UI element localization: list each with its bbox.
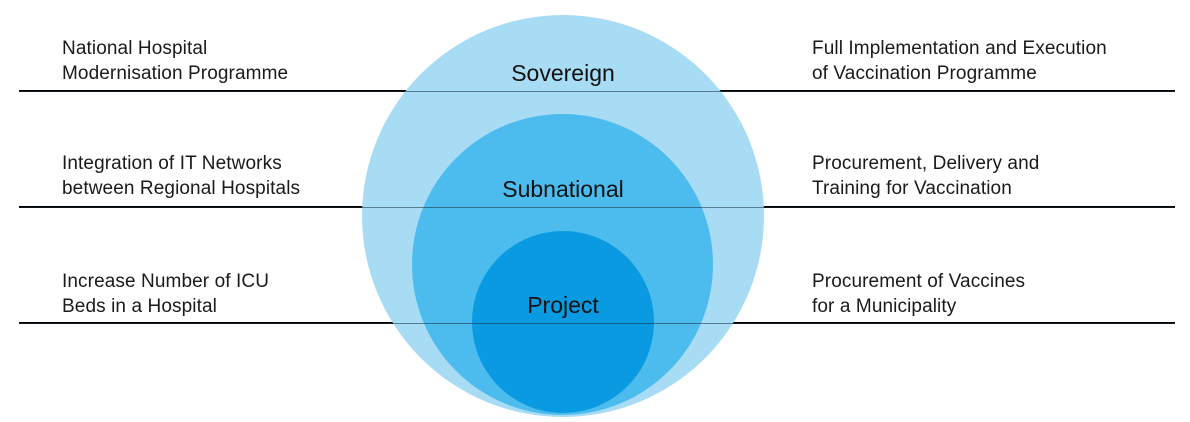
project-circle [472,231,654,413]
sovereign-right-example: Full Implementation and Execution of Vac… [812,38,1107,84]
project-left-example: Increase Number of ICU Beds in a Hospita… [62,271,270,317]
project-label: Project [527,292,599,318]
subnational-right-example: Procurement, Delivery and Training for V… [812,153,1040,199]
divider-line-sovereign-overlay [19,91,1175,92]
sovereign-label: Sovereign [511,60,615,86]
divider-line-subnational-overlay [19,207,1175,208]
project-right-example: Procurement of Vaccines for a Municipali… [812,271,1026,317]
subnational-left-example: Integration of IT Networks between Regio… [62,153,301,199]
divider-line-project-overlay [19,323,1175,324]
sovereign-left-example: National Hospital Modernisation Programm… [62,38,289,84]
subnational-label: Subnational [502,176,624,202]
